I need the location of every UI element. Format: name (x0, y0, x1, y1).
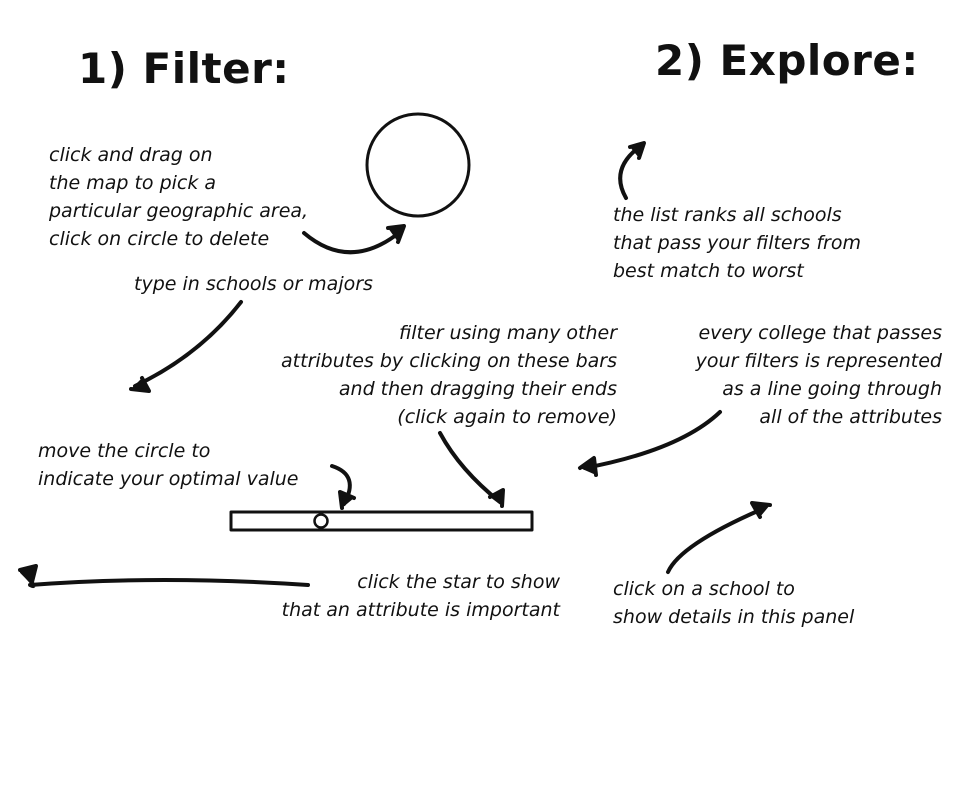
explore-heading: 2) Explore: (655, 36, 919, 85)
optimal-value-instruction: move the circle to indicate your optimal… (38, 440, 299, 490)
attribute-bars-instruction: filter using many other attributes by cl… (281, 322, 617, 428)
star-instruction: click the star to show that an attribute… (281, 571, 560, 621)
optimal-value-arrow (330, 464, 352, 506)
optimal-value-handle[interactable] (313, 513, 329, 529)
college-lines-arrow-head (578, 456, 598, 477)
optimal-value-arrow-head (338, 490, 356, 510)
college-lines-instruction: every college that passes your filters i… (695, 322, 942, 428)
map-arrow (302, 230, 402, 255)
search-arrow-head (129, 376, 151, 393)
attribute-bars-arrow (438, 431, 502, 504)
details-arrow (666, 508, 762, 574)
search-arrow (133, 300, 243, 388)
star-arrow-head (18, 564, 38, 584)
attribute-bar[interactable] (229, 510, 534, 532)
search-instruction: type in schools or majors (134, 273, 373, 295)
filter-heading: 1) Filter: (78, 44, 290, 93)
map-instruction: click and drag on the map to pick a part… (49, 144, 309, 250)
attribute-bars-arrow-head (488, 488, 505, 508)
map-area-circle[interactable] (365, 112, 471, 218)
details-panel-instruction: click on a school to show details in thi… (613, 578, 855, 628)
ranking-arrow (618, 146, 640, 200)
details-arrow-head (750, 501, 772, 519)
ranking-instruction: the list ranks all schools that pass you… (613, 204, 862, 282)
star-arrow (20, 570, 310, 589)
ranking-arrow-head (628, 141, 646, 160)
map-arrow-head (386, 224, 406, 244)
